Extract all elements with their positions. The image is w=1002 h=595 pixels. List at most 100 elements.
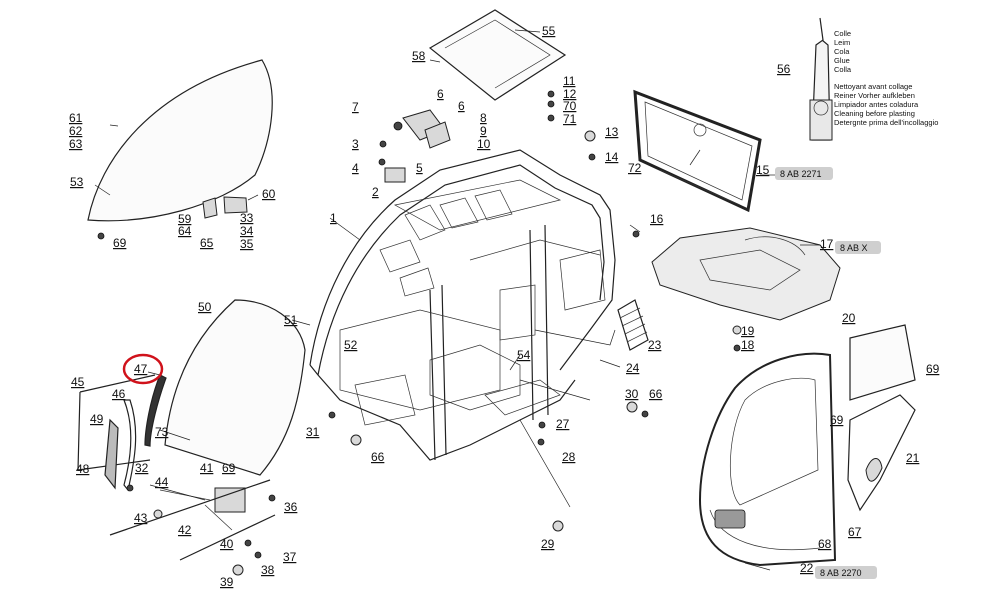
seal-strips xyxy=(77,371,167,492)
label-8: 8 xyxy=(480,111,487,125)
label-69b: 69 xyxy=(222,461,236,475)
label-4: 4 xyxy=(352,161,359,175)
label-62: 62 xyxy=(69,124,83,138)
label-22: 22 xyxy=(800,561,814,575)
floor-mat xyxy=(651,227,841,321)
label-66b: 66 xyxy=(649,387,663,401)
label-61: 61 xyxy=(69,111,83,125)
cleaner-it: Detergnte prima dell'incollaggio xyxy=(834,118,938,127)
label-35: 35 xyxy=(240,237,254,251)
cleaner-de: Reiner Vorher aufkleben xyxy=(834,91,915,100)
label-71: 71 xyxy=(563,112,577,126)
label-40: 40 xyxy=(220,537,234,551)
glue-leim: Leim xyxy=(834,38,850,47)
label-17: 17 xyxy=(820,237,834,251)
label-30: 30 xyxy=(625,387,639,401)
label-3: 3 xyxy=(352,137,359,151)
label-6b: 6 xyxy=(458,99,465,113)
label-5: 5 xyxy=(416,161,423,175)
glue-bottles: Colle Leim Cola Glue Colla Nettoyant ava… xyxy=(809,17,938,141)
label-24: 24 xyxy=(626,361,640,375)
door-panel-20 xyxy=(849,324,916,401)
label-55: 55 xyxy=(542,24,556,38)
label-6a: 6 xyxy=(437,87,444,101)
ref-17: 8 AB X xyxy=(840,243,868,253)
label-1: 1 xyxy=(330,211,337,225)
label-27: 27 xyxy=(556,417,570,431)
label-2: 2 xyxy=(372,185,379,199)
label-34: 34 xyxy=(240,224,254,238)
label-53: 53 xyxy=(70,175,84,189)
label-67: 67 xyxy=(848,525,862,539)
label-11: 11 xyxy=(563,74,576,88)
ref-22: 8 AB 2270 xyxy=(820,568,862,578)
cleaner-es: Limpiador antes coladura xyxy=(834,100,919,109)
label-10: 10 xyxy=(477,137,491,151)
label-46: 46 xyxy=(112,387,126,401)
label-29: 29 xyxy=(541,537,555,551)
label-65: 65 xyxy=(200,236,214,250)
label-18: 18 xyxy=(741,338,755,352)
label-9: 9 xyxy=(480,124,487,138)
label-20: 20 xyxy=(842,311,856,325)
label-16: 16 xyxy=(650,212,664,226)
label-58: 58 xyxy=(412,49,426,63)
label-73: 73 xyxy=(155,425,169,439)
leader-lines xyxy=(94,29,820,571)
roof-glass xyxy=(428,9,567,101)
part-labels: 1 2 3 4 5 6 6 7 8 9 10 11 12 13 14 15 16… xyxy=(69,24,940,589)
label-63: 63 xyxy=(69,137,83,151)
fasteners xyxy=(126,90,742,576)
label-7: 7 xyxy=(352,100,359,114)
rear-window-assembly xyxy=(633,89,762,213)
lower-hinge xyxy=(109,479,276,561)
door-glass-21 xyxy=(847,394,916,512)
storage-net xyxy=(617,299,649,351)
reference-tags: 8 AB 2271 8 AB X 8 AB 2270 xyxy=(775,167,881,579)
glue-colla: Colla xyxy=(834,65,852,74)
label-45: 45 xyxy=(71,375,85,389)
label-51: 51 xyxy=(284,313,298,327)
label-69d: 69 xyxy=(926,362,940,376)
label-41: 41 xyxy=(200,461,214,475)
label-33: 33 xyxy=(240,211,254,225)
label-15: 15 xyxy=(756,163,770,177)
label-19: 19 xyxy=(741,324,755,338)
glue-colle: Colle xyxy=(834,29,851,38)
highlight-circle-47 xyxy=(122,353,164,385)
label-32: 32 xyxy=(135,461,149,475)
label-56: 56 xyxy=(777,62,791,76)
glue-cola: Cola xyxy=(834,47,850,56)
left-door-glass xyxy=(87,59,273,222)
label-13: 13 xyxy=(605,125,619,139)
label-21: 21 xyxy=(906,451,920,465)
cleaner-fr: Nettoyant avant collage xyxy=(834,82,912,91)
cab-frame xyxy=(309,149,616,461)
label-39: 39 xyxy=(220,575,234,589)
label-52: 52 xyxy=(344,338,358,352)
upper-left-hinges xyxy=(97,196,248,240)
label-69a: 69 xyxy=(113,236,127,250)
label-47: 47 xyxy=(134,362,148,376)
top-hinge xyxy=(384,109,451,183)
label-37: 37 xyxy=(283,550,297,564)
label-68: 68 xyxy=(818,537,832,551)
cab-door xyxy=(698,352,837,567)
label-69c: 69 xyxy=(830,413,844,427)
label-50: 50 xyxy=(198,300,212,314)
label-60: 60 xyxy=(262,187,276,201)
label-14: 14 xyxy=(605,150,619,164)
cleaner-en: Cleaning before plasting xyxy=(834,109,915,118)
label-31: 31 xyxy=(306,425,320,439)
label-59: 59 xyxy=(178,212,192,226)
label-28: 28 xyxy=(562,450,576,464)
label-23: 23 xyxy=(648,338,662,352)
side-glass xyxy=(164,299,306,476)
label-72: 72 xyxy=(628,161,642,175)
label-36: 36 xyxy=(284,500,298,514)
label-44: 44 xyxy=(155,475,169,489)
label-66a: 66 xyxy=(371,450,385,464)
label-38: 38 xyxy=(261,563,275,577)
label-70: 70 xyxy=(563,99,577,113)
